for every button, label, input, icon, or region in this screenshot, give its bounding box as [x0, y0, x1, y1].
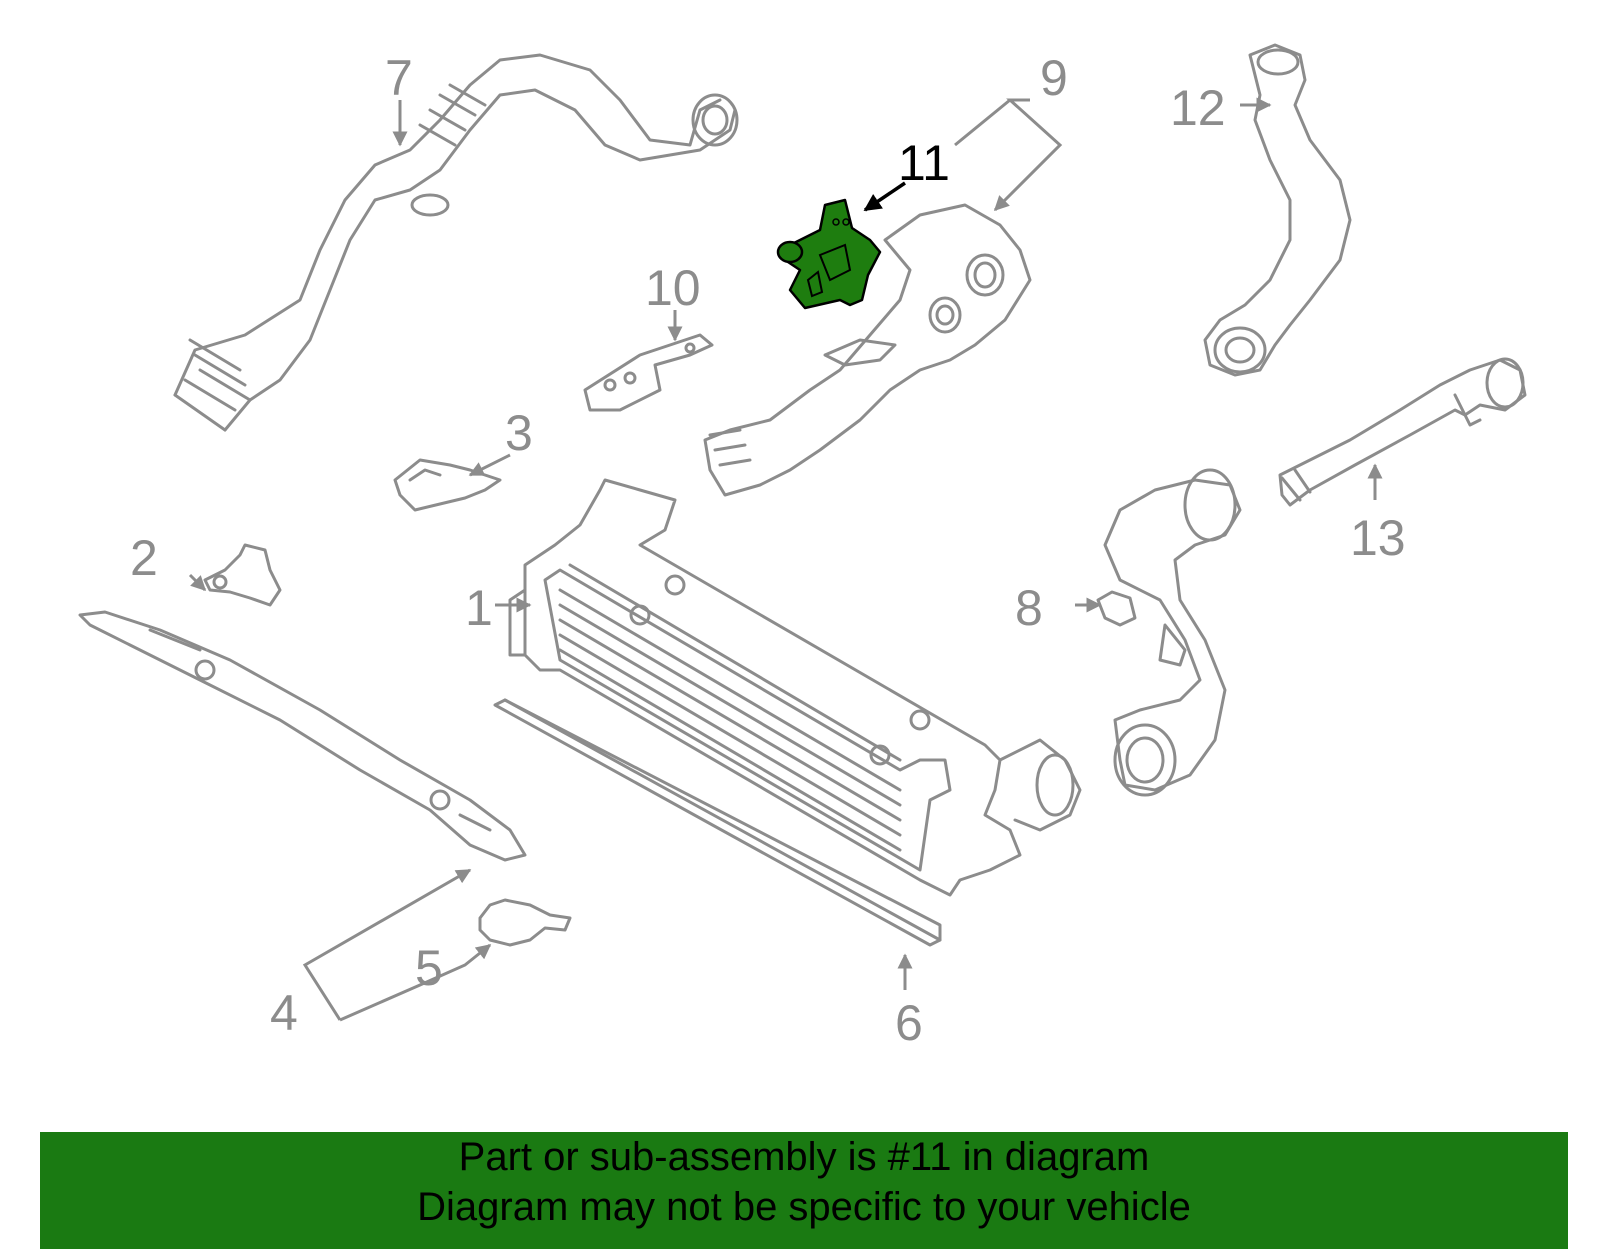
- callout-7: 7: [385, 50, 413, 106]
- part-7-charge-pipe: [173, 53, 739, 432]
- banner-line-1: Part or sub-assembly is #11 in diagram: [458, 1135, 1150, 1179]
- part-11-highlighted: [776, 198, 882, 310]
- info-banner: Part or sub-assembly is #11 in diagram D…: [40, 1132, 1568, 1249]
- part-3-shield: [393, 458, 502, 512]
- leader-lines: [188, 97, 1383, 1022]
- callout-9: 9: [1040, 50, 1068, 106]
- callout-13: 13: [1350, 510, 1406, 566]
- part-12-hose: [1203, 43, 1352, 377]
- charge-pipe-right: [1103, 468, 1242, 797]
- part-2-bracket: [203, 543, 282, 607]
- part-13-pipe: [1278, 357, 1527, 507]
- callout-5: 5: [415, 940, 443, 996]
- callout-11: 11: [898, 135, 950, 191]
- callout-12: 12: [1170, 80, 1226, 136]
- banner-line-2: Diagram may not be specific to your vehi…: [417, 1185, 1191, 1229]
- callout-1: 1: [465, 580, 493, 636]
- part-4-air-guide: [78, 610, 527, 862]
- callout-labels: 1 2 3 4 5 6 7 8 9 10 11 12 13: [130, 50, 1406, 1051]
- part-5-sensor: [478, 898, 572, 947]
- callout-2: 2: [130, 530, 158, 586]
- callout-8: 8: [1015, 580, 1043, 636]
- part-10-bracket: [583, 333, 714, 412]
- callout-6: 6: [895, 995, 923, 1051]
- callout-4: 4: [270, 985, 298, 1041]
- callout-3: 3: [505, 405, 533, 461]
- part-6-seal-strip: [493, 698, 942, 947]
- part-1-intercooler: [508, 478, 1082, 897]
- parts-diagram: 1 2 3 4 5 6 7 8 9 10 11 12 13: [78, 43, 1527, 1051]
- part-9-intake-duct: [703, 203, 1032, 497]
- part-8-clamp: [1096, 590, 1137, 627]
- callout-10: 10: [645, 260, 701, 316]
